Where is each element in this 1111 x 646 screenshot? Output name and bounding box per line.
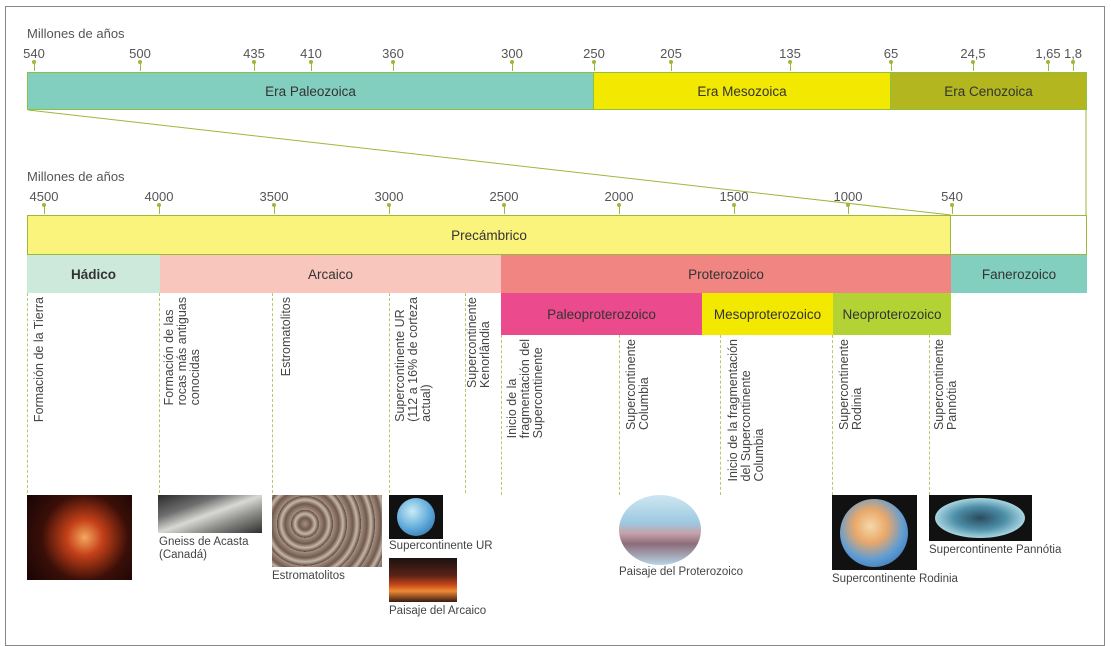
event-guide-line (720, 335, 721, 495)
era-neoproterozoico: Neoproterozoico (833, 293, 951, 335)
ur-caption: Supercontinente UR (389, 540, 493, 552)
event-guide-line (501, 335, 502, 495)
pannotia-photo (929, 495, 1032, 541)
supereon-precambrico: Precámbrico (27, 215, 951, 255)
event-guide-line (832, 335, 833, 495)
event-guide-line (389, 293, 390, 498)
zoom-connector-lines (27, 109, 1087, 216)
eon-fanerozoico: Fanerozoico (951, 255, 1087, 293)
era-cenozoica: Era Cenozoica (891, 72, 1087, 110)
arcaico-caption: Paisaje del Arcaico (389, 605, 487, 617)
rodinia-caption: Supercontinente Rodinia (832, 573, 958, 585)
eon-proterozoico: Proterozoico (501, 255, 951, 293)
event-label: Supercontinente Rodinia (837, 339, 864, 431)
era-paleoproterozoico: Paleoproterozoico (501, 293, 702, 335)
era-paleozoica: Era Paleozoica (27, 72, 594, 110)
acasta-gneiss-photo (158, 495, 262, 533)
estromatolitos-caption: Estromatolitos (272, 570, 345, 582)
eon-arcaico: Arcaico (160, 255, 501, 293)
bottom-axis-title: Millones de años (27, 169, 125, 184)
event-label: Inicio de la fragmentación del Supercont… (726, 339, 766, 482)
ur-photo (389, 495, 443, 539)
event-label: Estromatolitos (279, 297, 293, 377)
event-label: Supercontinente Columbia (624, 339, 651, 431)
event-guide-line (27, 293, 28, 493)
event-label: Formación de las rocas más antiguas cono… (162, 297, 202, 406)
event-guide-line (272, 293, 273, 498)
pannotia-caption: Supercontinente Pannótia (929, 544, 1062, 556)
estromatolitos-photo (272, 495, 382, 567)
top-axis-title: Millones de años (27, 26, 125, 41)
proterozoico-landscape-photo (619, 495, 701, 565)
rodinia-photo (832, 495, 917, 570)
fanerozoico-spacer (951, 215, 1087, 255)
event-guide-line (159, 293, 160, 493)
proterozoico-caption: Paisaje del Proterozoico (619, 566, 744, 578)
acasta-caption: Gneiss de Acasta (Canadá) (159, 536, 249, 561)
event-label: Formación de la Tierra (32, 297, 46, 423)
event-label: Supercontinente Kenorlândia (465, 297, 492, 389)
event-guide-line (619, 335, 620, 495)
event-label: Supercontinente Pannótia (932, 339, 959, 431)
era-mesoproterozoico: Mesoproterozoico (702, 293, 833, 335)
event-label: Supercontinente UR (112 a 16% de corteza… (393, 297, 433, 422)
earth-formation-photo (27, 495, 132, 580)
event-guide-line (929, 335, 930, 495)
arcaico-landscape-photo (389, 558, 457, 602)
event-guide-line (465, 293, 466, 493)
event-label: Inicio de la fragmentación del Supercont… (505, 339, 545, 439)
era-mesozoica: Era Mesozoica (594, 72, 891, 110)
eon-hadico: Hádico (27, 255, 160, 293)
